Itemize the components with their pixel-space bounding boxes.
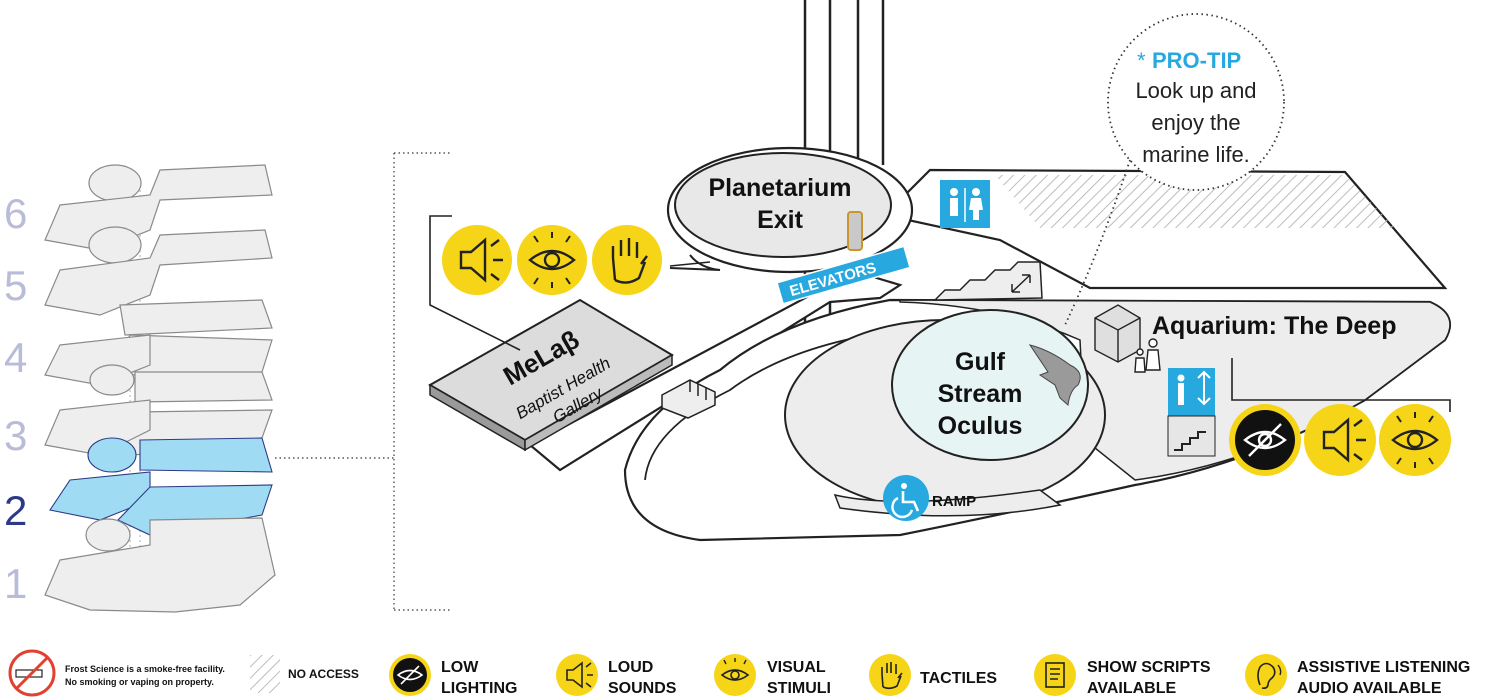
eye-slash-icon [1229,404,1301,476]
eye-icon [1379,404,1451,476]
oculus-label-3: Oculus [938,412,1023,440]
legend-low-lighting-1: LOW [441,659,479,676]
stairs-sign-icon [1167,415,1216,457]
script-icon [1034,654,1076,696]
protip-line-3: marine life. [1142,142,1250,167]
aquarium-icons [1229,404,1451,476]
floor-4-plan [44,299,273,396]
no-access-swatch [250,655,280,693]
floor-number[interactable]: 6 [4,190,27,237]
stairs-icon [933,261,1043,301]
floor-number-current[interactable]: 2 [4,487,27,534]
speaker-icon [442,225,512,295]
floor-1-plan [44,517,276,613]
melab-bracket [429,215,711,351]
speaker-icon [1304,404,1376,476]
eye-icon [714,654,756,696]
smoke-free-line-1: Frost Science is a smoke-free facility. [65,664,225,674]
no-access-zone [882,168,1448,290]
aquarium-bracket [1231,358,1451,412]
legend-scripts-1: SHOW SCRIPTS [1087,659,1211,676]
oculus-label-1: Gulf [955,348,1006,376]
legend-tactiles: TACTILES [920,670,997,687]
speaker-icon [556,654,598,696]
aquarium-tank-icon [1094,304,1161,373]
floor-5-plan [44,226,273,316]
planetarium-label-2: Exit [757,206,804,234]
no-access-label: NO ACCESS [288,667,359,681]
floor-numbers: 6 5 4 3 2 1 [4,190,27,607]
shark-icon [1028,344,1081,406]
elevator-icon [1168,368,1215,416]
zoom-connector [275,152,452,611]
oculus-label-2: Stream [938,380,1023,408]
small-stairs-icon [661,379,716,419]
no-smoking-icon [8,649,56,697]
planetarium[interactable] [666,146,914,274]
legend-visual-1: VISUAL [767,659,826,676]
ramp[interactable]: RAMP [883,475,976,521]
elevator-door [847,211,863,251]
legend-assist-1: ASSISTIVE LISTENING [1297,659,1470,676]
eye-slash-icon [389,654,431,696]
gulf-stream-oculus[interactable] [891,309,1089,461]
melab-icons [442,225,662,295]
protip-title: PRO-TIP [1152,48,1241,73]
eye-icon [517,225,587,295]
legend-assist-2: AUDIO AVAILABLE [1297,680,1442,697]
floor-number[interactable]: 1 [4,560,27,607]
wheelchair-icon [883,475,929,521]
legend-visual-2: STIMULI [767,680,831,697]
floor-number[interactable]: 5 [4,262,27,309]
protip-star: * [1137,48,1146,73]
legend: Frost Science is a smoke-free facility. … [8,649,1470,697]
hand-icon [592,225,662,295]
protip-line-2: enjoy the [1151,110,1240,135]
ramp-label: RAMP [932,493,976,510]
legend-low-lighting-2: LIGHTING [441,680,517,697]
protip-line-1: Look up and [1135,78,1256,103]
floor-number[interactable]: 4 [4,334,27,381]
legend-loud-1: LOUD [608,659,653,676]
aquarium-label[interactable]: Aquarium: The Deep [1152,312,1396,340]
legend-scripts-2: AVAILABLE [1087,680,1177,697]
planetarium-label-1: Planetarium [708,174,851,202]
legend-loud-2: SOUNDS [608,680,677,697]
hand-icon [869,654,911,696]
floor-6-plan [44,164,273,251]
floor-number[interactable]: 3 [4,412,27,459]
ear-icon [1245,654,1287,696]
protip-bubble: * PRO-TIP Look up and enjoy the marine l… [1064,13,1285,326]
floor-stack [44,164,276,613]
restroom-icon [940,180,990,228]
smoke-free-line-2: No smoking or vaping on property. [65,677,214,687]
